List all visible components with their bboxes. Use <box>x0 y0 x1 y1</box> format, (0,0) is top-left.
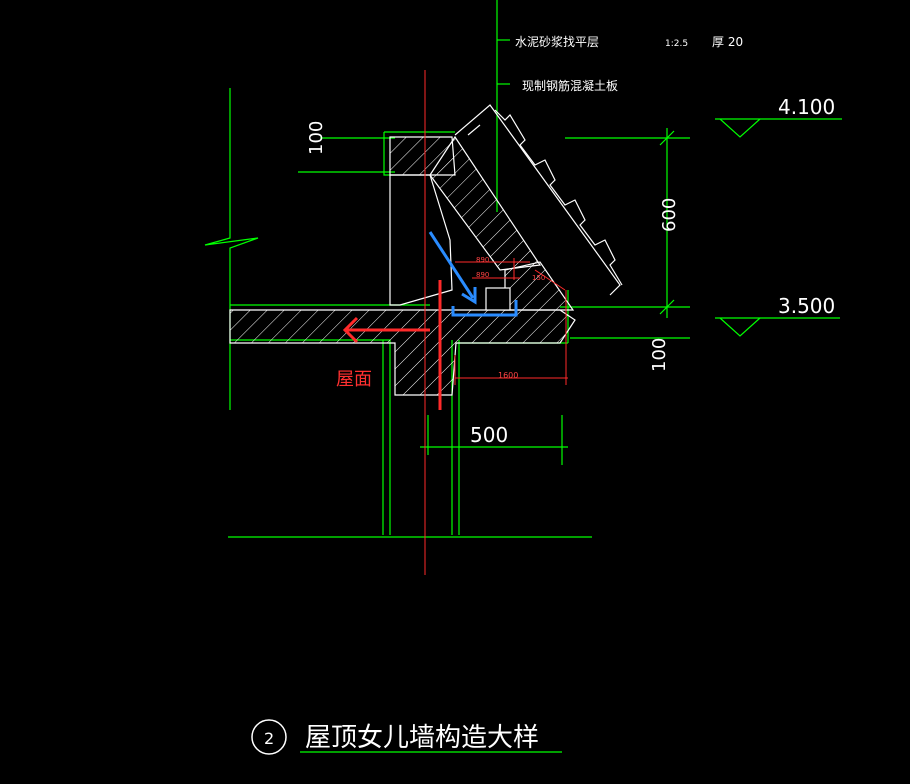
dim-500: 500 <box>470 423 508 447</box>
note-leveling-layer: 水泥砂浆找平层 <box>515 34 599 49</box>
tile-roof <box>454 104 623 296</box>
title-number-circle <box>251 719 287 755</box>
dim-100-top: 100 <box>306 121 327 155</box>
note-cast-slab: 现制钢筋混凝土板 <box>522 78 618 93</box>
wall-outlines <box>204 0 842 753</box>
concrete-sections <box>229 135 576 396</box>
dim-100-right: 100 <box>649 338 670 372</box>
red-dims <box>424 70 568 575</box>
note-thickness: 厚 20 <box>712 35 743 49</box>
dim-890-b: 890 <box>476 271 489 279</box>
roof-arrow <box>342 280 442 410</box>
title-number: 2 <box>264 729 274 748</box>
dim-150: 150 <box>532 274 545 282</box>
dim-1600: 1600 <box>498 371 518 380</box>
drawing-title: 屋顶女儿墙构造大样 <box>305 723 539 753</box>
dim-600: 600 <box>659 198 680 232</box>
dim-890-a: 890 <box>476 256 489 264</box>
level-bottom: 3.500 <box>778 294 835 318</box>
gutter-highlight <box>428 231 518 317</box>
note-mix-ratio: 1:2.5 <box>665 39 688 49</box>
roof-label: 屋面 <box>336 369 372 390</box>
level-top: 4.100 <box>778 95 835 119</box>
